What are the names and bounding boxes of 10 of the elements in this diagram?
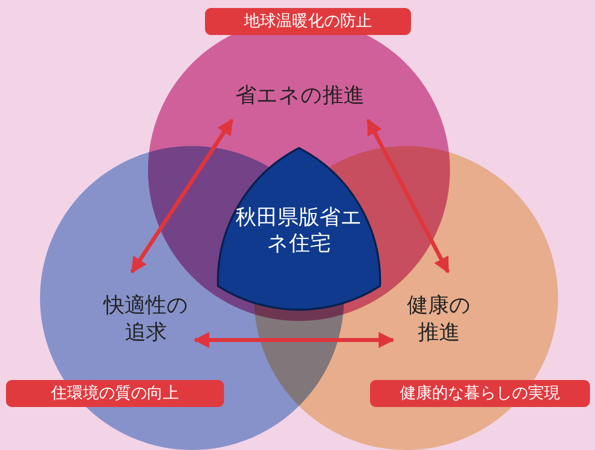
center-label: 秋田県版省エネ住宅 <box>234 204 364 256</box>
double-arrow <box>366 118 450 274</box>
double-arrow <box>130 118 234 274</box>
goal-tag: 地球温暖化の防止 <box>205 8 411 35</box>
circle-label: 快適性の追求 <box>102 292 190 346</box>
circle-label: 健康の推進 <box>406 292 472 346</box>
goal-tag: 住環境の質の向上 <box>6 380 224 407</box>
double-arrow <box>193 332 395 348</box>
circle-label: 省エネの推進 <box>234 82 366 109</box>
goal-tag: 健康的な暮らしの実現 <box>370 380 590 407</box>
